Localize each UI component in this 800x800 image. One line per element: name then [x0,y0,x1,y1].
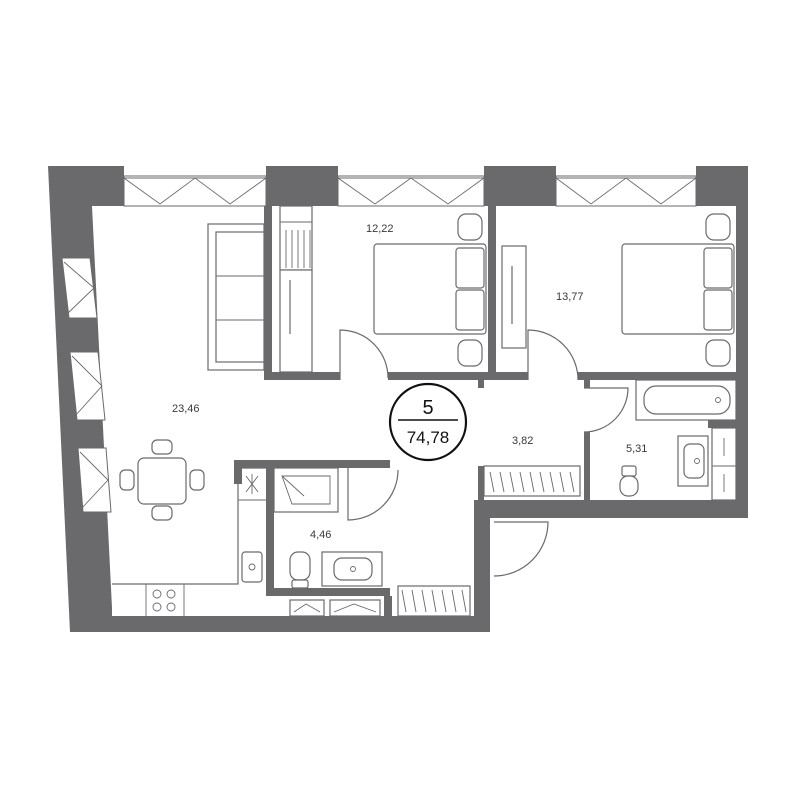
shower-room-sink [321,551,383,587]
total-area: 74,78 [407,428,450,447]
shower [273,467,339,513]
area-label-shower-room: 4,46 [310,529,331,541]
area-label-bathroom: 5,31 [626,443,647,455]
apartment-badge: 5 74,78 [388,382,468,462]
area-label-bedroom-1: 12,22 [366,223,394,235]
area-label-hall: 3,82 [512,435,533,447]
utility-cabinets [289,585,471,617]
wardrobe-bedroom-1 [279,205,313,373]
bathroom-toilet [619,465,639,497]
area-label-living-kitchen: 23,46 [172,403,200,415]
interior-walls [234,206,736,620]
bathroom-sink [677,435,709,487]
doors [339,329,629,577]
area-label-bedroom-2: 13,77 [556,291,584,303]
dining-table [119,439,205,521]
outer-walls [48,166,748,632]
hall-wardrobe [483,465,581,497]
kitchen-counter [112,467,266,616]
bed-bedroom-1 [373,213,487,367]
top-windows [123,175,697,207]
tv-stand-bedroom-2 [501,245,527,349]
left-windows [61,257,112,513]
badge-circle [388,382,468,462]
bed-bedroom-2 [621,213,735,367]
sofa [207,223,265,371]
shower-room-toilet [289,551,311,589]
bathroom-closet [711,427,737,501]
bathtub [635,379,737,421]
rooms-count: 5 [422,397,433,419]
